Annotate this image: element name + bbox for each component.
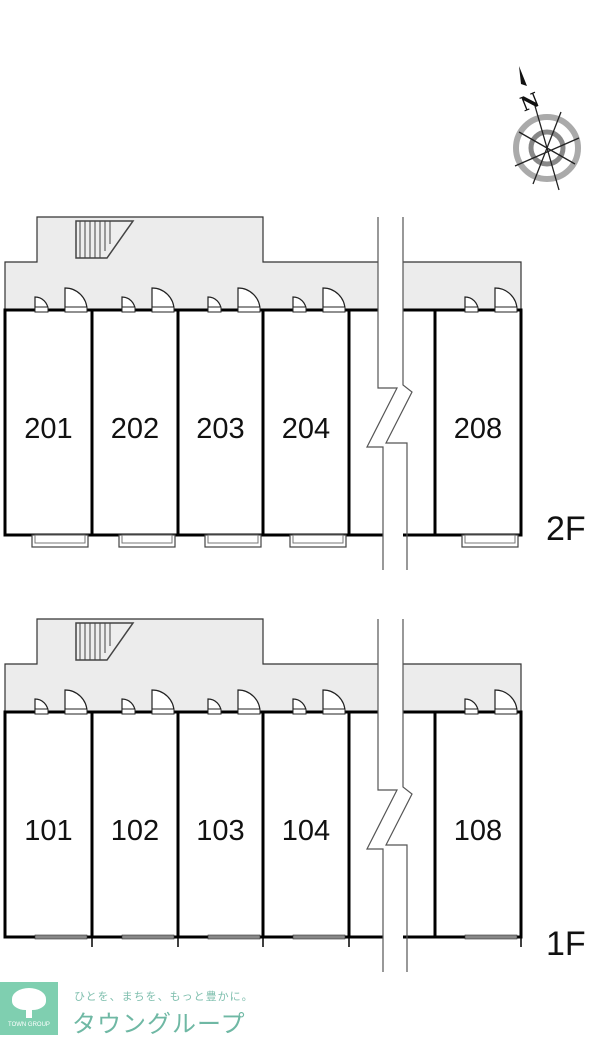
unit-number-203: 203: [196, 413, 244, 445]
window: [121, 934, 175, 940]
door-frame: [237, 306, 261, 313]
door-icon: [322, 689, 346, 713]
window: [464, 934, 518, 940]
door-frame: [151, 306, 175, 313]
door-frame: [64, 306, 88, 313]
unit-number-201: 201: [24, 413, 72, 445]
unit-number-204: 204: [282, 413, 330, 445]
door-frame: [121, 708, 136, 715]
unit-101: [3, 710, 94, 939]
door-icon: [64, 287, 88, 311]
door-frame: [34, 306, 49, 313]
door-icon: [151, 689, 175, 713]
compass-ring-inner: [528, 129, 566, 167]
unit-number-208: 208: [454, 413, 502, 445]
compass-ring-outer: [513, 114, 581, 182]
balcony: [31, 534, 89, 548]
floor-label-2F: 2F: [546, 510, 586, 548]
unit-208: [433, 308, 523, 537]
north-arrow-icon: [519, 66, 527, 86]
door-frame: [292, 306, 307, 313]
balcony-rail: [464, 534, 516, 544]
balcony-rail: [121, 534, 173, 544]
break-line: [366, 619, 413, 972]
compass-line: [532, 111, 562, 185]
break-line-right: [385, 217, 413, 570]
unit-number-103: 103: [196, 815, 244, 847]
door-frame: [292, 708, 307, 715]
door-icon: [237, 689, 261, 713]
window: [207, 934, 261, 940]
unit-number-101: 101: [24, 815, 72, 847]
door-frame: [121, 306, 136, 313]
door-frame: [207, 306, 222, 313]
compass-line: [514, 137, 580, 167]
unit-201: [3, 308, 94, 537]
window: [34, 934, 88, 940]
balcony: [118, 534, 176, 548]
north-label: N: [517, 87, 543, 116]
stairs-icon: [75, 622, 135, 661]
door-icon: [494, 689, 518, 713]
floor-1F: 101 102 103 104 108 1F: [3, 618, 586, 972]
tagline: ひとを、まちを、もっと豊かに。: [74, 991, 254, 1003]
door-frame: [207, 708, 222, 715]
door-frame: [494, 708, 518, 715]
floor-label-1F: 1F: [546, 925, 586, 963]
unit-number-104: 104: [282, 815, 330, 847]
break-line-left: [366, 217, 398, 570]
floor-2F: 201 202 203 204 208 2F: [3, 216, 586, 570]
unit-number-108: 108: [454, 815, 502, 847]
unit-103: [176, 710, 265, 939]
balcony-rail: [34, 534, 86, 544]
unit-104: [261, 710, 351, 939]
compass-icon: N: [513, 66, 581, 191]
break-line-left: [366, 619, 398, 972]
door-frame: [237, 708, 261, 715]
balcony: [461, 534, 519, 548]
door-frame: [322, 708, 346, 715]
balcony: [289, 534, 347, 548]
unit-number-102: 102: [111, 815, 159, 847]
door-frame: [64, 708, 88, 715]
door-frame: [464, 306, 479, 313]
window: [292, 934, 346, 940]
balcony-rail: [292, 534, 344, 544]
company-logo: TOWN GROUP ひとを、まちを、もっと豊かに。 タウングループ: [0, 982, 300, 1038]
unit-108: [433, 710, 523, 939]
door-icon: [64, 689, 88, 713]
brand-name: タウングループ: [72, 1011, 246, 1038]
door-icon: [237, 287, 261, 311]
door-frame: [151, 708, 175, 715]
door-frame: [322, 306, 346, 313]
balcony: [204, 534, 262, 548]
door-frame: [494, 306, 518, 313]
door-icon: [151, 287, 175, 311]
door-frame: [464, 708, 479, 715]
break-line-right: [385, 619, 413, 972]
unit-number-202: 202: [111, 413, 159, 445]
door-icon: [494, 287, 518, 311]
break-line: [366, 217, 413, 570]
balcony-rail: [207, 534, 259, 544]
door-frame: [34, 708, 49, 715]
door-icon: [322, 287, 346, 311]
tree-logo-icon: TOWN GROUP: [0, 982, 58, 1035]
stairs-icon: [75, 220, 135, 259]
